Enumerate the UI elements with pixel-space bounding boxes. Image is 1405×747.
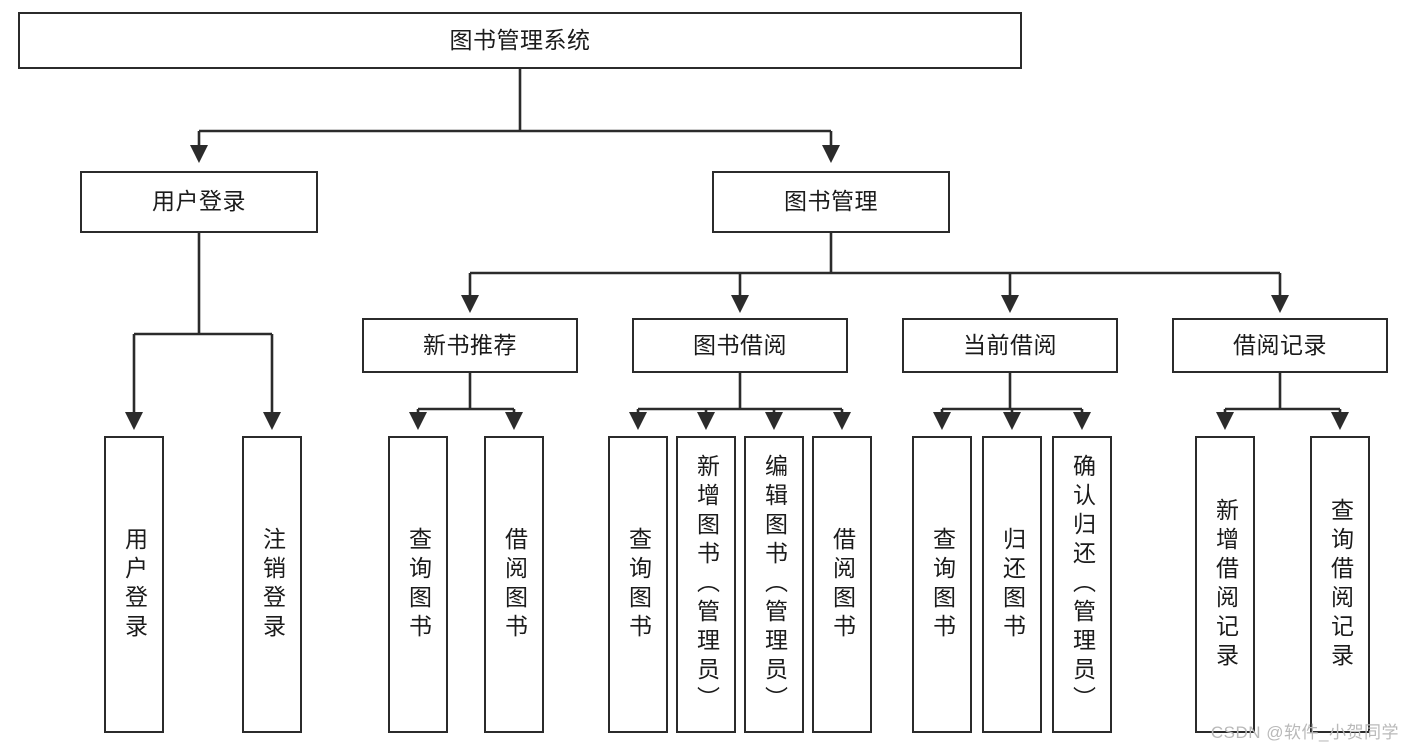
leaf-borrow-add-label: 新增图书（管理员） [693,454,720,715]
leaf-borrow-action-label: 借阅图书 [829,526,856,643]
node-root[interactable]: 图书管理系统 [18,12,1022,69]
leaf-user-login[interactable]: 用户登录 [104,436,164,733]
leaf-borrow-action[interactable]: 借阅图书 [812,436,872,733]
node-borrow-records[interactable]: 借阅记录 [1172,318,1388,373]
node-current-borrow[interactable]: 当前借阅 [902,318,1118,373]
leaf-borrow-query-label: 查询图书 [625,526,652,643]
leaf-borrow-edit-label: 编辑图书（管理员） [761,454,788,715]
leaf-borrow-edit[interactable]: 编辑图书（管理员） [744,436,804,733]
leaf-borrow-query[interactable]: 查询图书 [608,436,668,733]
leaf-current-return-label: 归还图书 [999,526,1026,643]
node-root-label: 图书管理系统 [449,26,591,53]
node-borrow-records-label: 借阅记录 [1233,331,1327,358]
leaf-borrow-add[interactable]: 新增图书（管理员） [676,436,736,733]
leaf-record-add-label: 新增借阅记录 [1212,497,1239,672]
node-book-borrow[interactable]: 图书借阅 [632,318,848,373]
node-current-borrow-label: 当前借阅 [963,331,1057,358]
leaf-user-logout[interactable]: 注销登录 [242,436,302,733]
node-user-login[interactable]: 用户登录 [80,171,318,233]
watermark: CSDN @软件_小贺同学 [1210,723,1399,742]
node-book-management[interactable]: 图书管理 [712,171,950,233]
leaf-newbook-borrow[interactable]: 借阅图书 [484,436,544,733]
node-new-book-recommend-label: 新书推荐 [423,331,517,358]
leaf-record-add[interactable]: 新增借阅记录 [1195,436,1255,733]
leaf-newbook-query[interactable]: 查询图书 [388,436,448,733]
leaf-newbook-borrow-label: 借阅图书 [501,526,528,643]
leaf-user-login-label: 用户登录 [121,526,148,643]
leaf-newbook-query-label: 查询图书 [405,526,432,643]
node-user-login-label: 用户登录 [152,188,246,215]
node-book-management-label: 图书管理 [784,188,878,215]
leaf-current-confirm-return-label: 确认归还（管理员） [1069,454,1096,715]
leaf-user-logout-label: 注销登录 [259,526,286,643]
leaf-current-query[interactable]: 查询图书 [912,436,972,733]
leaf-current-query-label: 查询图书 [929,526,956,643]
leaf-current-return[interactable]: 归还图书 [982,436,1042,733]
leaf-record-query[interactable]: 查询借阅记录 [1310,436,1370,733]
node-book-borrow-label: 图书借阅 [693,331,787,358]
node-new-book-recommend[interactable]: 新书推荐 [362,318,578,373]
leaf-current-confirm-return[interactable]: 确认归还（管理员） [1052,436,1112,733]
leaf-record-query-label: 查询借阅记录 [1327,497,1354,672]
